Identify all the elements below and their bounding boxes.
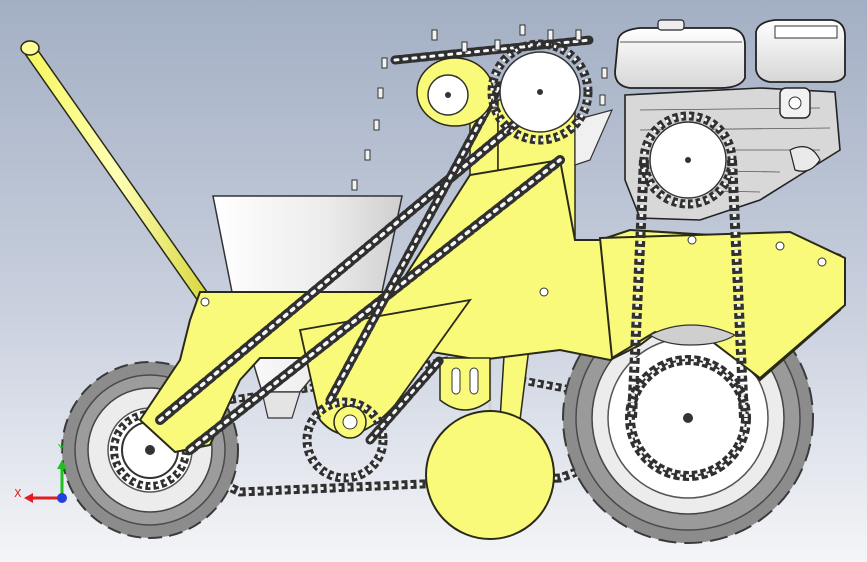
top-sprocket-right[interactable]: [487, 39, 593, 145]
handle-bar[interactable]: [20, 40, 212, 307]
axis-x-label: X: [14, 487, 22, 500]
coordinate-triad: X Y: [14, 442, 67, 503]
engine-drive-chain[interactable]: [625, 159, 751, 481]
top-sprocket-left[interactable]: [416, 57, 494, 127]
lower-sprocket[interactable]: [302, 397, 388, 483]
press-wheel[interactable]: [425, 410, 555, 540]
conveyor-spikes: [351, 24, 608, 191]
axis-y-label: Y: [57, 442, 65, 455]
